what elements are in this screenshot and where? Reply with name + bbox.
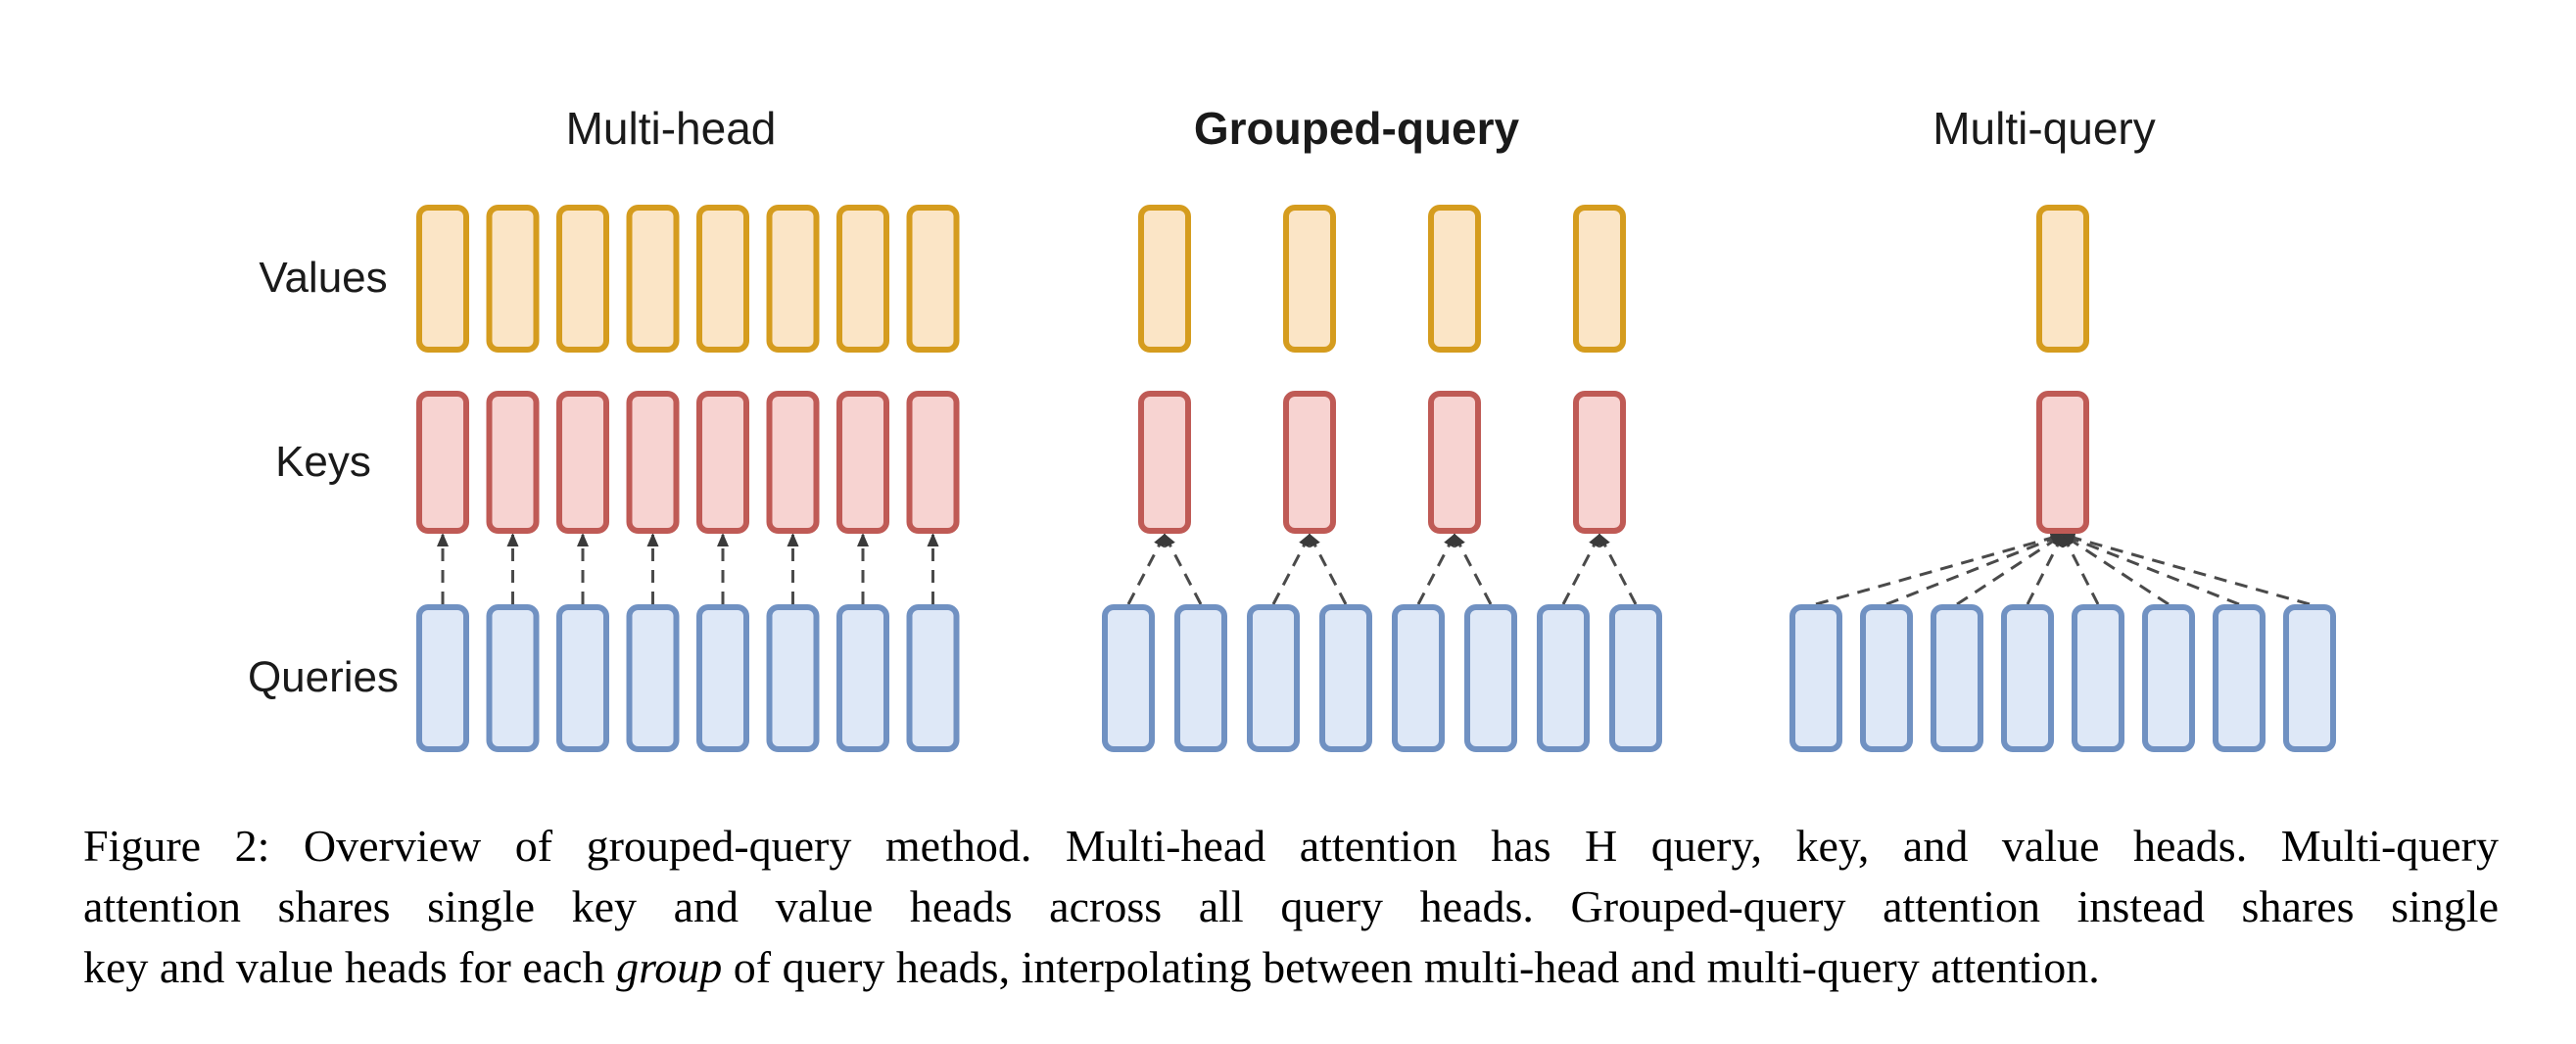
key-head-rect bbox=[556, 391, 609, 534]
caption-line-3-post: of query heads, interpolating between mu… bbox=[722, 942, 2100, 992]
key-head-rect bbox=[486, 391, 540, 534]
query-head-rect bbox=[2001, 604, 2054, 752]
query-head-rect bbox=[1247, 604, 1300, 752]
attention-link-line bbox=[1416, 533, 1456, 605]
attention-link-line bbox=[1885, 533, 2065, 606]
query-head-rect bbox=[1174, 604, 1227, 752]
key-head-rect bbox=[836, 391, 889, 534]
value-head-rect bbox=[416, 205, 469, 353]
value-head-rect bbox=[1138, 205, 1191, 353]
key-head-rect bbox=[626, 391, 680, 534]
query-head-rect bbox=[2283, 604, 2336, 752]
key-head-rect bbox=[1138, 391, 1191, 534]
caption-line-3-italic-word: group bbox=[616, 942, 723, 992]
key-head-rect bbox=[1573, 391, 1626, 534]
query-head-rect bbox=[626, 604, 680, 752]
query-head-rect bbox=[1464, 604, 1517, 752]
row-label-queries: Queries bbox=[247, 653, 400, 701]
attention-link-line bbox=[1308, 533, 1348, 605]
query-head-rect bbox=[556, 604, 609, 752]
value-head-rect bbox=[1428, 205, 1481, 353]
query-head-rect bbox=[766, 604, 820, 752]
value-head-rect bbox=[1283, 205, 1336, 353]
caption-line-3-pre: key and value heads for each bbox=[83, 942, 617, 992]
diagram-title-grouped-query: Grouped-query bbox=[1193, 103, 1520, 154]
key-head-rect bbox=[1428, 391, 1481, 534]
attention-link-line bbox=[2061, 533, 2240, 606]
attention-link-line bbox=[2061, 532, 2311, 606]
query-head-rect bbox=[1931, 604, 1983, 752]
query-head-rect bbox=[696, 604, 749, 752]
query-head-rect bbox=[416, 604, 469, 752]
attention-link-line bbox=[1271, 533, 1312, 605]
key-head-rect bbox=[2036, 391, 2089, 534]
row-label-keys: Keys bbox=[275, 438, 371, 486]
attention-link-line bbox=[1163, 533, 1203, 605]
attention-link-line bbox=[1598, 533, 1638, 605]
query-head-rect bbox=[486, 604, 540, 752]
query-head-rect bbox=[1102, 604, 1155, 752]
query-head-rect bbox=[2072, 604, 2124, 752]
value-head-rect bbox=[556, 205, 609, 353]
diagram-multi-query bbox=[1789, 205, 2336, 752]
key-head-rect bbox=[696, 391, 749, 534]
value-head-rect bbox=[766, 205, 820, 353]
query-head-rect bbox=[1319, 604, 1372, 752]
value-head-rect bbox=[626, 205, 680, 353]
row-label-values: Values bbox=[259, 254, 388, 302]
query-head-rect bbox=[2142, 604, 2195, 752]
diagram-multi-head bbox=[416, 205, 960, 752]
attention-link-line bbox=[2061, 533, 2100, 605]
value-head-rect bbox=[2036, 205, 2089, 353]
key-head-rect bbox=[906, 391, 960, 534]
figure-caption: Figure 2: Overview of grouped-query meth… bbox=[83, 816, 2499, 998]
query-head-rect bbox=[1609, 604, 1662, 752]
attention-link-line bbox=[1561, 533, 1601, 605]
value-head-rect bbox=[1573, 205, 1626, 353]
value-head-rect bbox=[486, 205, 540, 353]
query-head-rect bbox=[1537, 604, 1590, 752]
query-head-rect bbox=[906, 604, 960, 752]
value-head-rect bbox=[836, 205, 889, 353]
value-head-rect bbox=[906, 205, 960, 353]
query-head-rect bbox=[1789, 604, 1842, 752]
key-head-rect bbox=[416, 391, 469, 534]
query-head-rect bbox=[2213, 604, 2266, 752]
caption-line-2: attention shares single key and value he… bbox=[83, 881, 2499, 931]
caption-line-1: Figure 2: Overview of grouped-query meth… bbox=[83, 821, 2499, 871]
query-head-rect bbox=[1392, 604, 1445, 752]
caption-line-3: key and value heads for each group of qu… bbox=[83, 937, 2499, 998]
value-head-rect bbox=[696, 205, 749, 353]
key-head-rect bbox=[766, 391, 820, 534]
attention-link-line bbox=[1453, 533, 1493, 605]
diagram-title-multi-query: Multi-query bbox=[1932, 103, 2156, 154]
query-head-rect bbox=[1860, 604, 1913, 752]
key-head-rect bbox=[1283, 391, 1336, 534]
attention-link-line bbox=[1126, 533, 1167, 605]
diagram-grouped-query bbox=[1102, 205, 1662, 752]
attention-link-line bbox=[1815, 532, 2065, 606]
figure-canvas bbox=[416, 205, 2336, 752]
query-head-rect bbox=[836, 604, 889, 752]
diagram-title-multi-head: Multi-head bbox=[565, 103, 777, 154]
attention-link-line bbox=[2026, 533, 2065, 605]
